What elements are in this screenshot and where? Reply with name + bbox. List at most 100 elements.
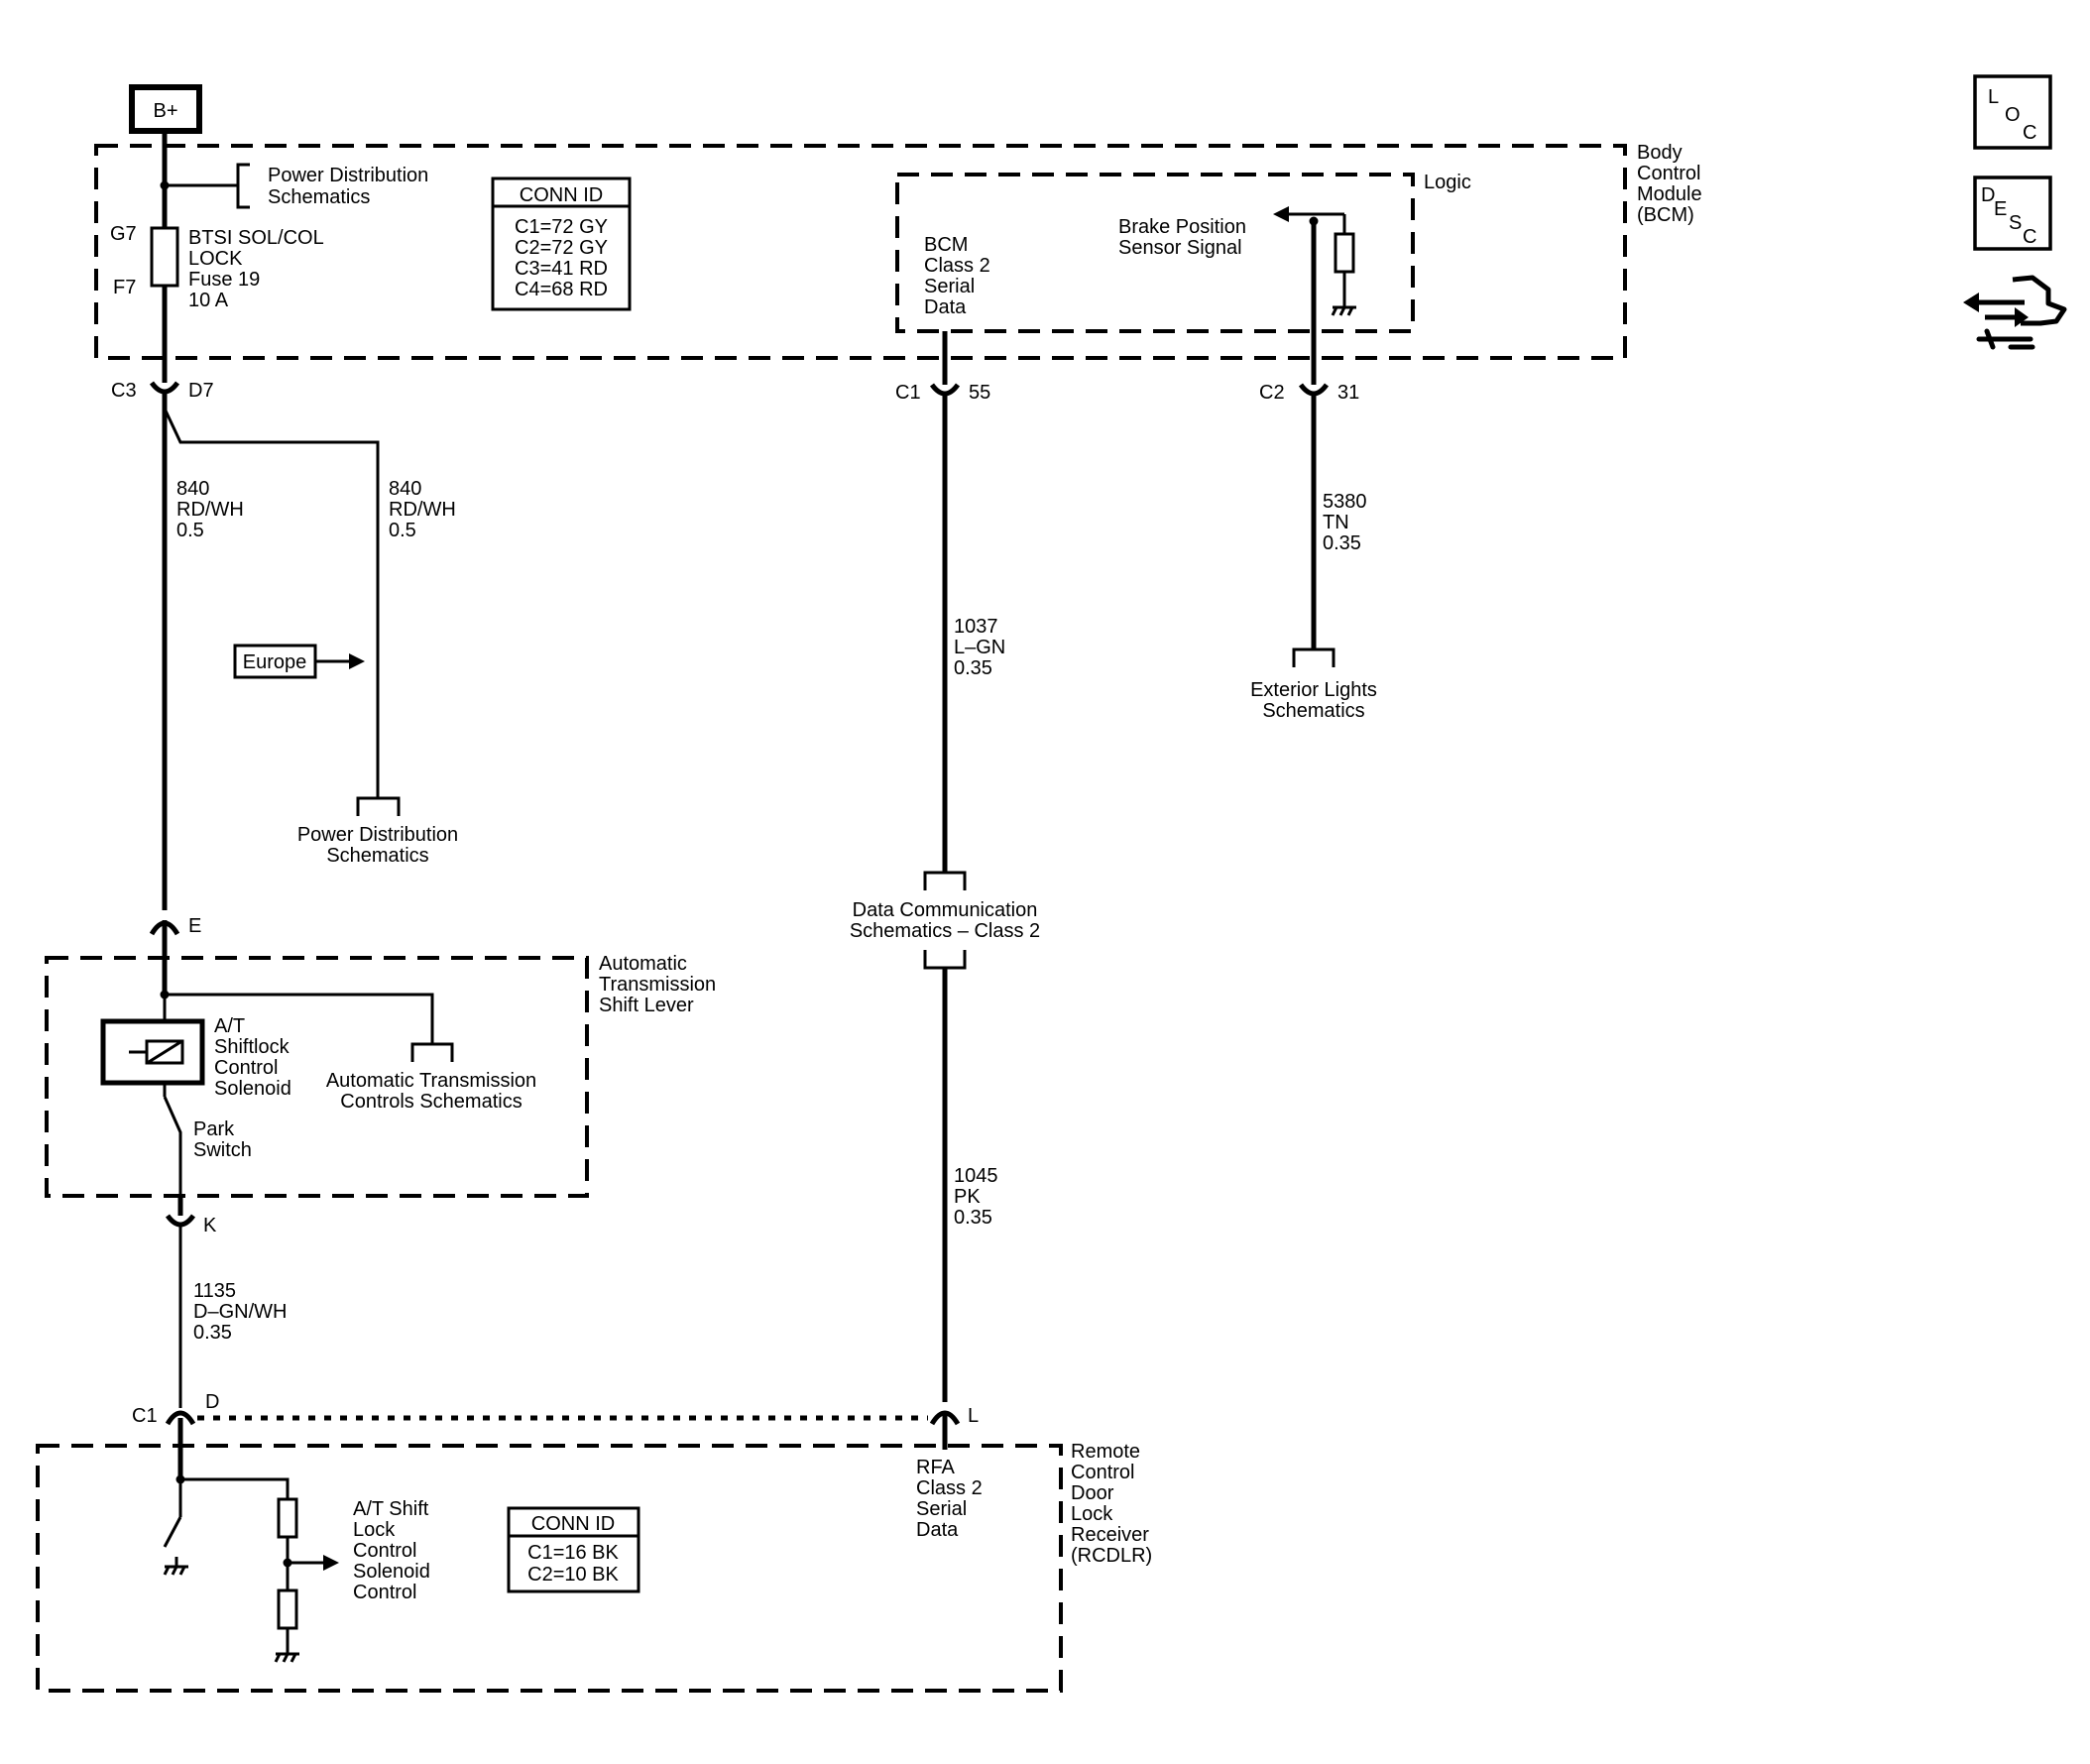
rcdlr-serial-1: RFA (916, 1457, 956, 1478)
bcm-power-dist-line-2: Schematics (268, 186, 370, 208)
svg-text:E: E (1994, 198, 2007, 220)
europe-label: Europe (243, 651, 307, 673)
wire-1135-color: D–GN/WH (193, 1301, 287, 1323)
rcdlr-switch-ground-icon (163, 1565, 188, 1576)
wire-1037-color: L–GN (954, 637, 1005, 658)
connector-c1-55-conn: C1 (895, 382, 921, 404)
rcdlr-serial-4: Data (916, 1519, 959, 1541)
wire-1045-color: PK (954, 1186, 981, 1208)
solenoid-label-1: A/T (214, 1015, 245, 1037)
svg-text:C: C (2023, 122, 2036, 144)
data-comm-ref-line-1: Data Communication (853, 899, 1038, 921)
desc-icon[interactable]: D E S C (1973, 176, 2052, 251)
rcdlr-conn-id-line-2: C2=10 BK (527, 1564, 619, 1586)
exterior-lights-ref-1: Exterior Lights (1250, 679, 1377, 701)
wire-1135-num: 1135 (193, 1280, 236, 1302)
rcdlr-serial-3: Serial (916, 1498, 967, 1520)
solenoid-label-3: Control (214, 1057, 278, 1079)
logic-ground-icon (1331, 305, 1356, 316)
rcdlr-solenoid-ctrl-3: Control (353, 1540, 416, 1562)
rcdlr-solenoid-ctrl-5: Control (353, 1582, 416, 1603)
battery-label: B+ (153, 100, 177, 122)
solenoid-coil-slash (148, 1040, 181, 1064)
bcm-name-1: Body (1637, 142, 1683, 164)
data-comm-ref-top (923, 871, 967, 890)
brake-signal-line-2: Sensor Signal (1118, 237, 1242, 259)
bcm-name-3: Module (1637, 183, 1702, 205)
connector-c3-label: C3 (111, 380, 137, 402)
shift-lever-outline (45, 956, 589, 1198)
bcm-outline (94, 144, 1627, 360)
connector-k (165, 1214, 196, 1228)
wire-840-right-gauge: 0.5 (389, 520, 416, 541)
fuse-pin-top: G7 (110, 223, 137, 245)
fuse-label-3: Fuse 19 (188, 269, 260, 291)
wire-1037-gauge: 0.35 (954, 657, 992, 679)
rcdlr-solenoid-ctrl-4: Solenoid (353, 1561, 430, 1583)
park-switch (163, 1096, 182, 1196)
rcdlr-conn-id-title: CONN ID (531, 1513, 615, 1535)
wire-1135-gauge: 0.35 (193, 1322, 232, 1344)
shift-lever-name-1: Automatic (599, 953, 687, 975)
logic-label: Logic (1424, 172, 1471, 193)
rcdlr-resistor-bottom (277, 1588, 298, 1630)
logic-outline (895, 173, 1415, 333)
exterior-lights-ref-2: Schematics (1262, 700, 1364, 722)
connector-c3-d7 (149, 381, 180, 395)
wire-rcdlr-resistor-tap (180, 1477, 290, 1499)
svg-text:C: C (2023, 226, 2036, 248)
fuse-pin-bottom: F7 (113, 277, 136, 298)
solenoid-coil (145, 1039, 184, 1065)
connector-k-label: K (203, 1215, 217, 1236)
europe-arrowhead (349, 653, 365, 669)
data-comm-ref-line-2: Schematics – Class 2 (850, 920, 1040, 942)
rcdlr-name-1: Remote (1071, 1441, 1140, 1463)
loc-icon[interactable]: L O C (1973, 74, 2052, 150)
brake-signal-arrowhead (1273, 206, 1289, 222)
wire-840-right-num: 840 (389, 478, 421, 500)
divider-arrowhead (323, 1555, 339, 1571)
connector-c2-31 (1298, 383, 1330, 397)
connector-c1-d (165, 1410, 196, 1426)
bcm-name-2: Control (1637, 163, 1700, 184)
bcm-conn-id-line-4: C4=68 RD (515, 279, 608, 300)
connector-d-label: D (205, 1391, 219, 1413)
wire-840-left-gauge: 0.5 (176, 520, 204, 541)
connector-c1-label: C1 (132, 1405, 158, 1427)
svg-text:O: O (2005, 104, 2021, 126)
data-comm-ref-bottom (923, 950, 967, 970)
fuse-label-2: LOCK (188, 248, 243, 270)
connector-e-label: E (188, 915, 201, 937)
svg-text:L: L (1988, 86, 1999, 108)
auto-trans-ref-symbol (410, 1042, 454, 1062)
wire-auto-trans-tap (165, 993, 434, 1044)
wire-1045-gauge: 0.35 (954, 1207, 992, 1229)
wire-840-left-color: RD/WH (176, 499, 244, 521)
auto-trans-ref-line-2: Controls Schematics (340, 1091, 522, 1113)
rcdlr-conn-id-line-1: C1=16 BK (527, 1542, 619, 1564)
wire-5380-gauge: 0.35 (1323, 532, 1361, 554)
wire-5380-color: TN (1323, 512, 1349, 533)
connector-d7-label: D7 (188, 380, 214, 402)
rcdlr-name-6: (RCDLR) (1071, 1545, 1152, 1567)
rcdlr-name-4: Lock (1071, 1503, 1113, 1525)
rcdlr-resistor-top (277, 1497, 298, 1539)
auto-trans-ref-line-1: Automatic Transmission (326, 1070, 536, 1092)
brake-signal-line-1: Brake Position (1118, 216, 1246, 238)
solenoid-label-2: Shiftlock (214, 1036, 290, 1058)
bcm-serial-3: Serial (924, 276, 975, 297)
harness-connector-icon[interactable] (1963, 275, 2067, 350)
wire-840-branch (163, 408, 380, 798)
shift-lever-name-2: Transmission (599, 974, 716, 996)
bcm-conn-id-line-1: C1=72 GY (515, 216, 608, 238)
rcdlr-conn-id-box (507, 1506, 640, 1593)
svg-text:S: S (2009, 212, 2022, 234)
exterior-lights-ref-symbol (1292, 647, 1335, 667)
bcm-conn-id-box (491, 176, 632, 311)
rcdlr-solenoid-ctrl-2: Lock (353, 1519, 396, 1541)
connector-c2-31-pin: 31 (1337, 382, 1359, 404)
bcm-name-4: (BCM) (1637, 204, 1694, 226)
rcdlr-name-3: Door (1071, 1482, 1114, 1504)
fuse-19 (150, 226, 179, 288)
